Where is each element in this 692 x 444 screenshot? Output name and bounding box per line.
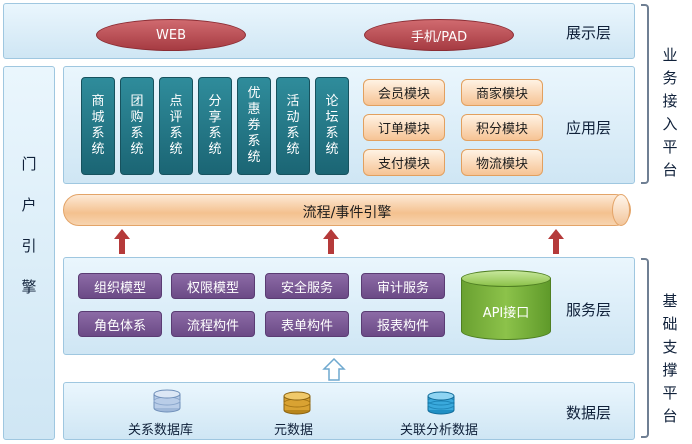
engine-cylinder-end bbox=[612, 194, 630, 226]
display-layer-label: 展示层 bbox=[566, 24, 612, 42]
portal-char: 擎 bbox=[21, 278, 37, 296]
application-layer-label: 应用层 bbox=[566, 119, 612, 137]
api-cylinder-top bbox=[461, 270, 551, 287]
engine-cylinder: 流程/事件引擎 bbox=[63, 194, 631, 226]
system-activity: 活动系统 bbox=[276, 77, 310, 175]
module-merchant: 商家模块 bbox=[461, 79, 543, 106]
up-arrow-icon bbox=[323, 229, 339, 254]
base-support-brace bbox=[641, 258, 649, 438]
service-flow-component: 流程构件 bbox=[171, 311, 255, 337]
service-org-model: 组织模型 bbox=[78, 273, 162, 299]
api-cylinder: API接口 bbox=[461, 270, 551, 340]
system-review: 点评系统 bbox=[159, 77, 193, 175]
metadata-icon bbox=[283, 391, 311, 415]
engine-label: 流程/事件引擎 bbox=[302, 205, 392, 221]
relational-db-icon bbox=[153, 389, 181, 413]
system-share: 分享系统 bbox=[198, 77, 232, 175]
relational-db-label: 关系数据库 bbox=[128, 423, 194, 438]
service-layer-label: 服务层 bbox=[566, 301, 612, 319]
portal-char: 门 bbox=[21, 155, 37, 173]
business-access-label: 业 务 接 入 平 台 bbox=[662, 46, 678, 179]
api-label: API接口 bbox=[482, 306, 530, 321]
system-group-buy: 团购系统 bbox=[120, 77, 154, 175]
system-shop: 商城系统 bbox=[81, 77, 115, 175]
mobile-oval: 手机/PAD bbox=[364, 19, 514, 51]
base-support-label: 基 础 支 撑 平 台 bbox=[662, 292, 678, 425]
web-oval: WEB bbox=[96, 19, 246, 51]
hollow-up-arrow-icon bbox=[322, 358, 346, 381]
system-coupon: 优惠券系统 bbox=[237, 77, 271, 175]
data-layer-label: 数据层 bbox=[566, 404, 612, 422]
red-arrows bbox=[114, 229, 564, 254]
module-order: 订单模块 bbox=[363, 114, 445, 141]
service-role-system: 角色体系 bbox=[78, 311, 162, 337]
association-data-label: 关联分析数据 bbox=[400, 423, 479, 438]
module-payment: 支付模块 bbox=[363, 149, 445, 176]
business-access-brace bbox=[641, 4, 649, 184]
system-forum: 论坛系统 bbox=[315, 77, 349, 175]
module-points: 积分模块 bbox=[461, 114, 543, 141]
service-report-component: 报表构件 bbox=[361, 311, 445, 337]
portal-char: 引 bbox=[21, 237, 37, 255]
module-logistics: 物流模块 bbox=[461, 149, 543, 176]
up-arrow-icon bbox=[548, 229, 564, 254]
service-security: 安全服务 bbox=[265, 273, 349, 299]
service-permission-model: 权限模型 bbox=[171, 273, 255, 299]
service-audit: 审计服务 bbox=[361, 273, 445, 299]
portal-engine-panel: 门 户 引 擎 bbox=[3, 66, 55, 440]
association-data-icon bbox=[427, 391, 455, 415]
service-form-component: 表单构件 bbox=[265, 311, 349, 337]
portal-char: 户 bbox=[21, 196, 37, 214]
up-arrow-icon bbox=[114, 229, 130, 254]
module-member: 会员模块 bbox=[363, 79, 445, 106]
metadata-label: 元数据 bbox=[274, 423, 314, 438]
